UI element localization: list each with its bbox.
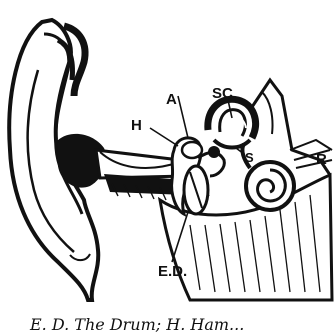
figure-caption: E. D. The Drum; H. Ham... [29,315,244,333]
label-sc: SC [212,85,233,102]
label-r: R [316,151,327,168]
label-a: A [166,91,177,108]
label-h: H [131,117,142,134]
semicircular-canals [208,99,256,147]
ear-drum [184,166,208,214]
label-ed: E.D. [158,263,187,280]
outer-ear [9,20,106,300]
label-s: S [245,150,254,165]
